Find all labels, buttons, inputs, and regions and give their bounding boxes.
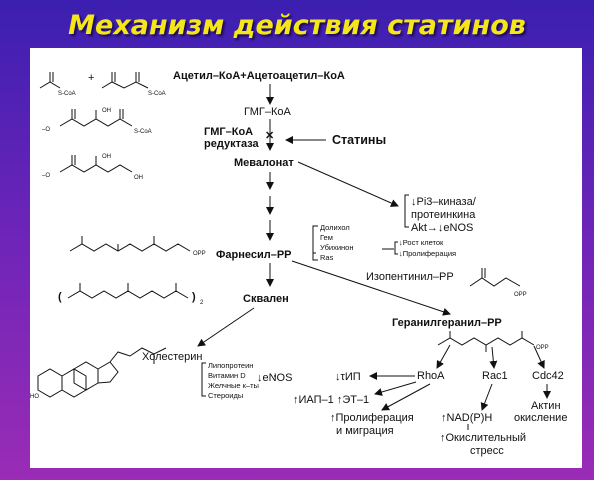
- reductase-label-1: ГМГ–КоА: [204, 126, 253, 138]
- squalene-paren-open: (: [58, 291, 62, 303]
- diagram-panel: Ацетил–КоА+Ацетоацетил–КоА ГМГ–КоА ✕ ГМГ…: [30, 48, 582, 468]
- squalene-subscript: 2: [200, 300, 204, 306]
- arrow-to-rac1: [489, 346, 498, 369]
- farnesyl-item-2: Гем: [320, 233, 333, 242]
- isopentenyl-pp-label: Изопентинил–РР: [366, 271, 454, 283]
- hmg-coa-structure: [59, 118, 133, 127]
- ras-bracket: [394, 241, 398, 255]
- plus-sign: +: [88, 72, 94, 84]
- cdc42-label: Cdc42: [532, 370, 564, 382]
- farnesyl-item-4: Ras: [320, 253, 334, 262]
- scoa-label-2: S-CoA: [148, 91, 166, 97]
- pi3k-line-2: протеинкина: [411, 209, 476, 221]
- slide-title: Механизм действия статинов: [68, 10, 526, 41]
- chol-item-4: Стероиды: [208, 391, 243, 400]
- chol-item-1: Липопротеин: [208, 361, 253, 370]
- arrow-farnesyl-to-geranyl: [291, 260, 451, 316]
- pi3k-bracket: [404, 194, 409, 228]
- mevalonate-structure: [59, 164, 133, 173]
- squalene-label: Сквален: [243, 293, 289, 305]
- chol-item-3: Желчные к–ты: [208, 381, 259, 390]
- chol-item-2: Витамин D: [208, 371, 246, 380]
- reductase-label-2: редуктаза: [204, 138, 260, 150]
- cholesterol-structure: [37, 347, 167, 398]
- opp-label-2: OPP: [514, 292, 527, 298]
- o-minus-label-1: –O: [42, 127, 50, 133]
- opp-label-3: OPP: [536, 345, 549, 351]
- squalene-paren-close: ): [192, 291, 196, 303]
- cholesterol-bracket: [201, 362, 206, 397]
- nadph-label: ↑NAD(P)H: [441, 412, 492, 424]
- geranyl-chain: [437, 337, 535, 346]
- scoa-label-3: S-CoA: [134, 129, 152, 135]
- proliferation-label-2: и миграция: [336, 425, 394, 437]
- inhibition-cross-icon: ✕: [265, 130, 274, 142]
- farnesyl-item-3: Убихинон: [320, 243, 353, 252]
- hmg-coa-label: ГМГ–КоА: [244, 106, 291, 118]
- oh-label-1: OH: [102, 108, 111, 114]
- ho-label: HO: [30, 394, 39, 400]
- oh-label-2: OH: [102, 154, 111, 160]
- farnesyl-bracket-top: [312, 225, 318, 254]
- ras-effect-2: ↓Пролиферация: [399, 249, 456, 258]
- farnesyl-item-1: Долихол: [320, 223, 350, 232]
- rac1-label: Rac1: [482, 370, 508, 382]
- farnesyl-bracket-bottom: [312, 253, 318, 261]
- proliferation-label-1: ↑Пролиферация: [330, 412, 414, 424]
- o-minus-label-2: –O: [42, 173, 50, 179]
- arrow-rac1-to-nadph: [480, 383, 493, 411]
- acetyl-coa-label: Ацетил–КоА+Ацетоацетил–КоА: [173, 70, 345, 82]
- arrow-mev-to-pi3k: [297, 161, 399, 207]
- pi3k-line-3: Akt→↓eNOS: [411, 222, 473, 234]
- pi3k-line-1: ↓Pi3–киназа/: [411, 196, 477, 208]
- rhoa-label: RhoA: [417, 370, 445, 382]
- arrow-to-rhoa: [436, 344, 451, 369]
- arrow-rhoa-to-iap: [374, 381, 417, 396]
- oh-label-3: OH: [134, 175, 143, 181]
- arrow-to-cdc42: [533, 345, 545, 369]
- mevalonate-label: Мевалонат: [234, 157, 294, 169]
- actin-oxidation-label: окисление: [514, 412, 567, 424]
- ras-effect-1: ↓Рост клеток: [399, 238, 444, 247]
- statins-label: Статины: [332, 133, 386, 147]
- geranylgeranyl-pp-label: Геранилгеранил–РР: [392, 317, 502, 329]
- oxidative-stress-label-2: стресс: [470, 445, 504, 457]
- enos-label: ↓eNOS: [257, 372, 292, 384]
- squalene-chain: [67, 290, 189, 299]
- tip-label: ↓τИП: [335, 371, 361, 383]
- acetoacetyl-coa-structure: [101, 81, 149, 89]
- iap-et-label: ↑ИАП–1 ↑ЭТ–1: [293, 394, 369, 406]
- farnesyl-chain: [69, 243, 191, 252]
- isopentenyl-structure: [469, 277, 521, 287]
- arrow-rhoa-to-prolif: [381, 383, 431, 411]
- cholesterol-label: Холестерин: [142, 351, 203, 363]
- arrow-squalene-to-cholesterol: [197, 307, 255, 347]
- oxidative-stress-label-1: ↑Окислительный: [440, 432, 526, 444]
- statin-pathway-diagram: Ацетил–КоА+Ацетоацетил–КоА ГМГ–КоА ✕ ГМГ…: [30, 70, 567, 457]
- scoa-label-1: S-CoA: [58, 91, 76, 97]
- actin-label: Актин: [531, 400, 561, 412]
- farnesyl-pp-label: Фарнесил–РР: [216, 249, 292, 261]
- acetyl-coa-structure: [39, 81, 61, 89]
- opp-label-1: OPP: [193, 251, 206, 257]
